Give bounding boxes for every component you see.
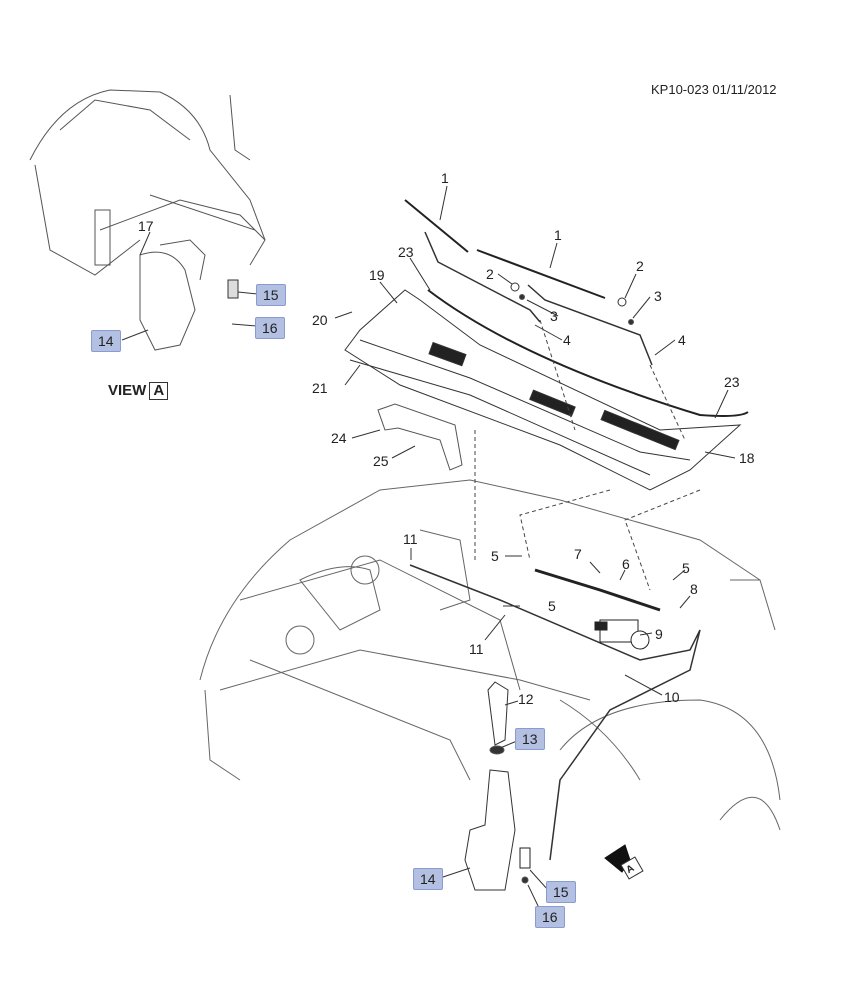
callout-4-arm-left: 4 (563, 332, 571, 348)
inset-body-structure (29, 89, 266, 281)
callout-15-main-highlighted[interactable]: 15 (546, 881, 576, 903)
callout-24: 24 (331, 430, 347, 446)
vehicle-front-structure (199, 479, 781, 831)
callout-11-top: 11 (403, 531, 418, 547)
side-bracket (377, 403, 463, 471)
callout-23-seal-right: 23 (724, 374, 740, 390)
callout-14-highlighted[interactable]: 14 (91, 330, 121, 352)
washer-reservoir (464, 769, 516, 891)
wiper-linkage (534, 568, 661, 612)
callout-11-bottom: 11 (469, 641, 484, 657)
callout-5-a: 5 (491, 548, 499, 564)
callout-14-main-highlighted[interactable]: 14 (413, 868, 443, 890)
washer-hose (409, 564, 701, 861)
wiper-arm-left (424, 231, 541, 323)
callout-3-nut-left: 3 (550, 308, 558, 324)
wiper-blade-right (476, 249, 606, 299)
callout-1-wiper-blade-right: 1 (554, 227, 562, 243)
view-label-text: VIEW (108, 382, 147, 399)
inset-reservoir (139, 251, 196, 351)
washer-pump (519, 847, 531, 869)
callout-13-highlighted[interactable]: 13 (515, 728, 545, 750)
callout-2-cap-left: 2 (486, 266, 494, 282)
callout-8: 8 (690, 581, 698, 597)
callout-5-c: 5 (548, 598, 556, 614)
callout-21: 21 (312, 380, 328, 396)
document-id: KP10-023 01/11/2012 (651, 82, 777, 97)
callout-20: 20 (312, 312, 328, 328)
filler-neck (487, 681, 509, 746)
callout-10: 10 (664, 689, 680, 705)
callout-5-b: 5 (682, 560, 690, 576)
wiper-blade-left (404, 199, 469, 253)
callout-12: 12 (518, 691, 534, 707)
callout-2-cap-right: 2 (636, 258, 644, 274)
windshield-seal (427, 289, 749, 417)
callout-7: 7 (574, 546, 582, 562)
callout-18: 18 (739, 450, 755, 466)
wiper-motor (594, 619, 650, 650)
wiper-arm-right (527, 284, 653, 366)
cowl-panel (344, 289, 749, 491)
callout-17: 17 (138, 218, 154, 234)
view-letter-box: A (149, 382, 169, 400)
callout-4-arm-right: 4 (678, 332, 686, 348)
callout-16-main-highlighted[interactable]: 16 (535, 906, 565, 928)
callout-25: 25 (373, 453, 389, 469)
callout-1-wiper-blade-left: 1 (441, 170, 449, 186)
callout-15-highlighted[interactable]: 15 (256, 284, 286, 306)
callout-6: 6 (622, 556, 630, 572)
callout-9: 9 (655, 626, 663, 642)
callout-19: 19 (369, 267, 385, 283)
callout-16-highlighted[interactable]: 16 (255, 317, 285, 339)
callout-23-seal-left: 23 (398, 244, 414, 260)
callout-3-nut-right: 3 (654, 288, 662, 304)
